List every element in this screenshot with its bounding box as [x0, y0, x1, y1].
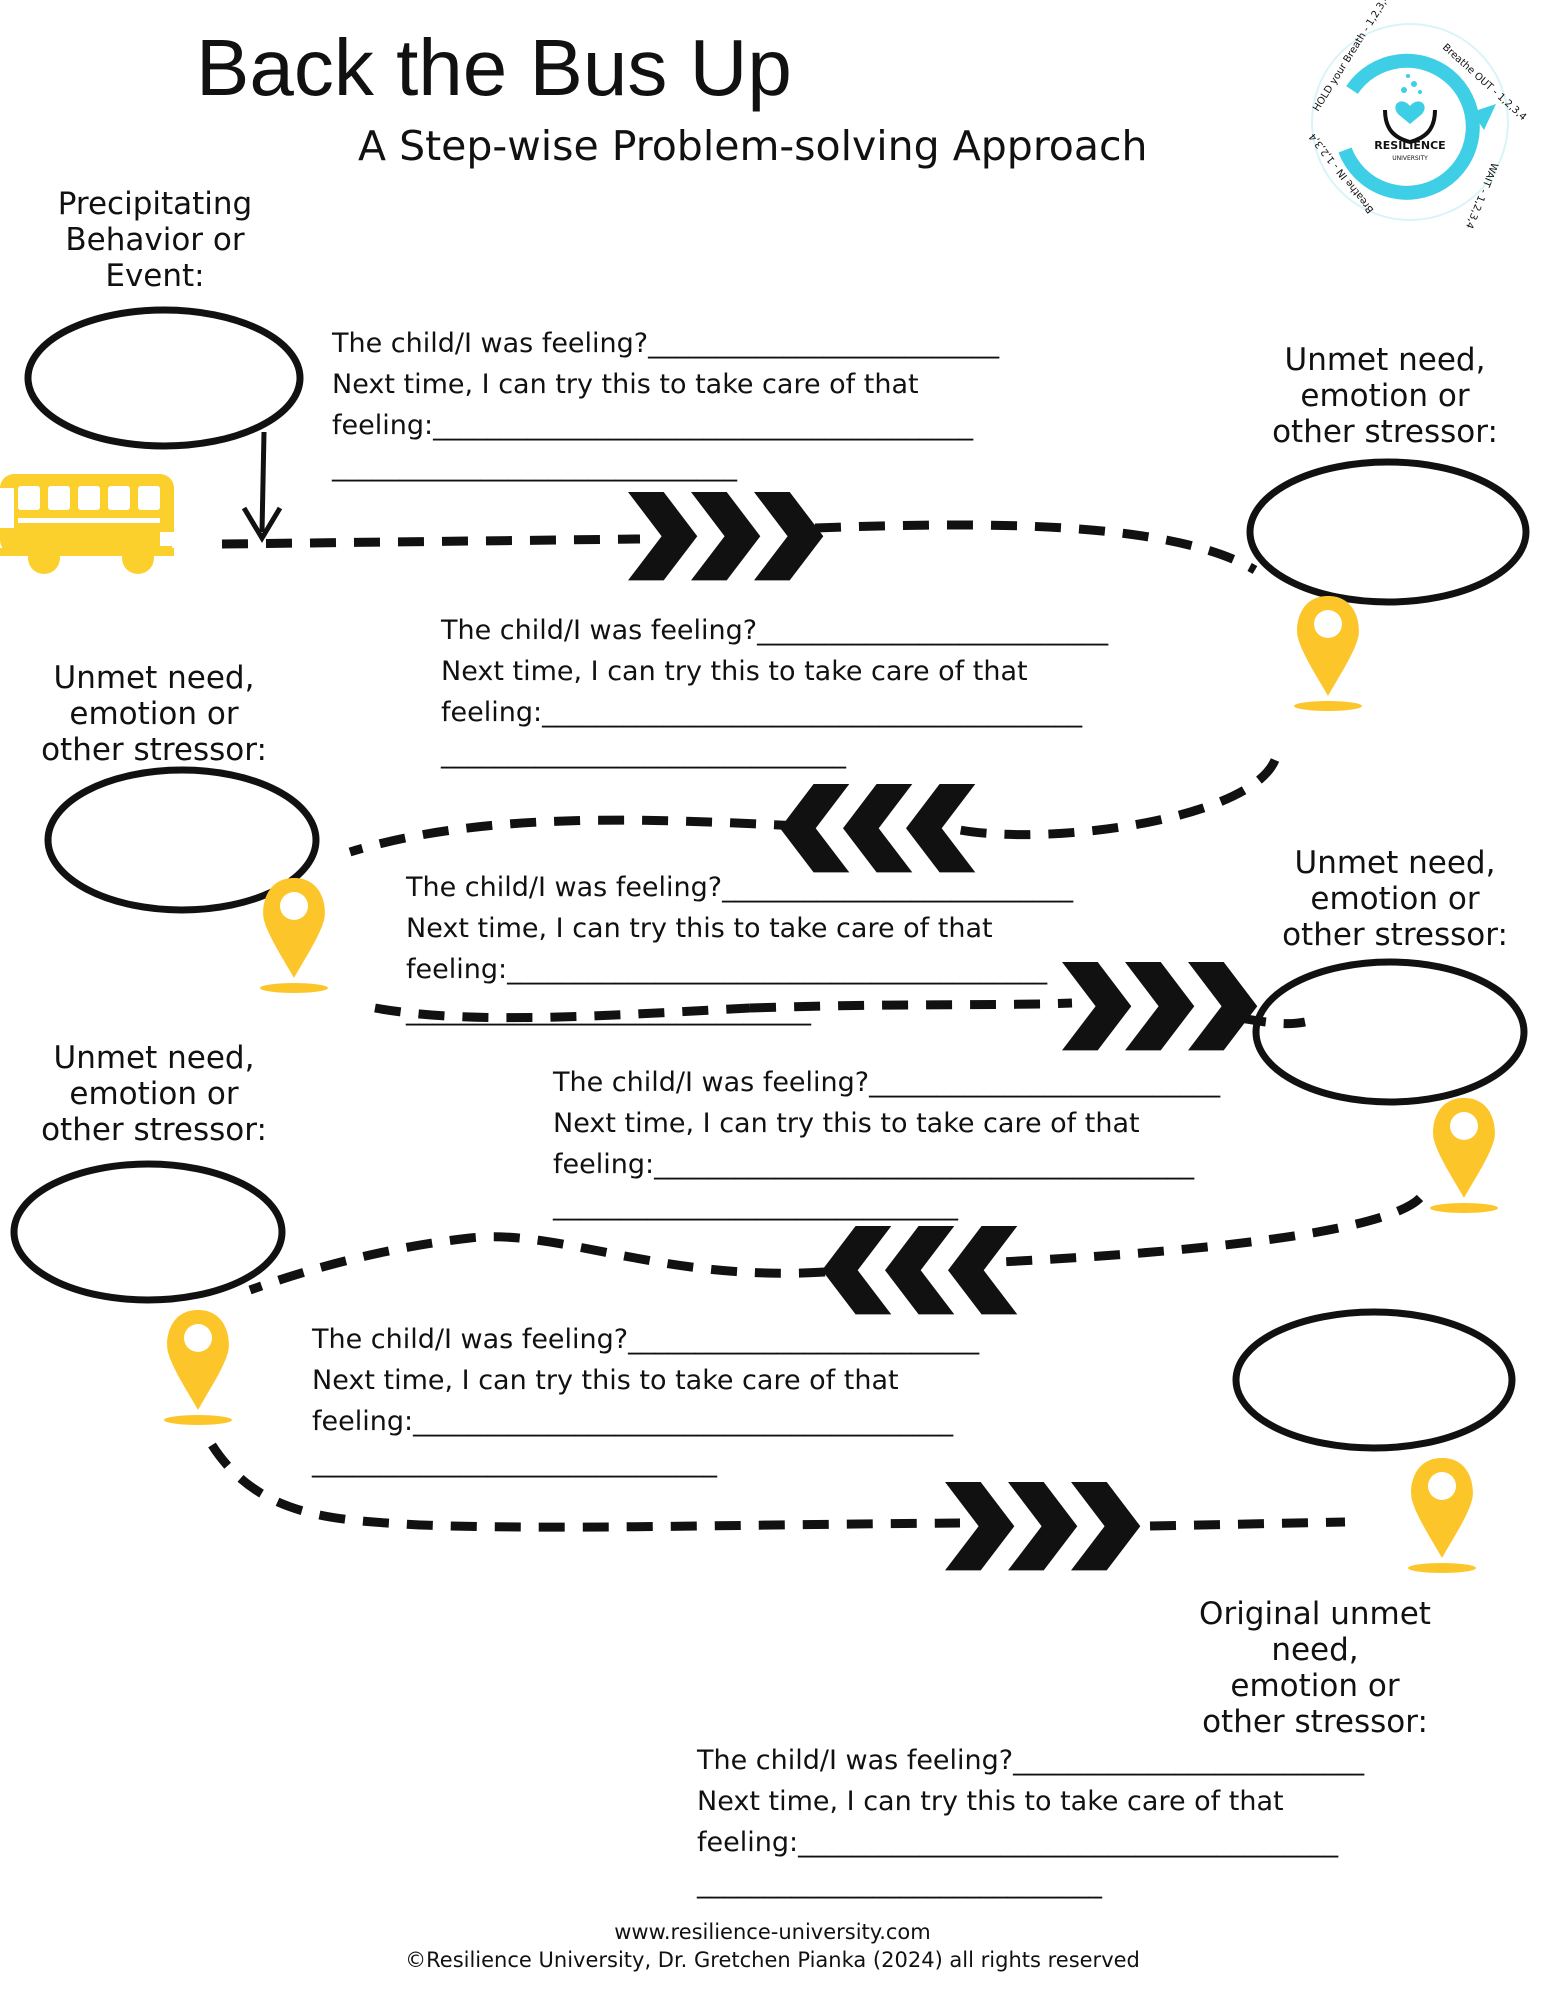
blank-line: ______________________________ — [441, 738, 846, 769]
next-time-prompt: Next time, I can try this to take care o… — [332, 369, 919, 400]
answer-oval-unmet-2 — [44, 766, 320, 914]
label-precipitating: Precipitating Behavior or Event: — [57, 186, 253, 294]
next-time-prompt: Next time, I can try this to take care o… — [553, 1108, 1140, 1139]
footer-url: www.resilience-university.com — [614, 1920, 931, 1944]
chevrons-left-2 — [822, 1226, 1018, 1315]
footer-copyright: ©Resilience University, Dr. Gretchen Pia… — [405, 1948, 1140, 1972]
answer-oval-original — [1232, 1308, 1516, 1452]
feeling-line: feeling:________________________________… — [441, 697, 1083, 728]
logo-ring-hold: HOLD your Breath - 1,2,3,4 — [1311, 0, 1392, 114]
answer-oval-unmet-4 — [10, 1160, 286, 1304]
location-pin-icon — [1408, 1458, 1476, 1573]
chevrons-right-2 — [1062, 962, 1258, 1051]
bus-icon — [0, 474, 174, 574]
label-unmet-4: Unmet need, emotion or other stressor: — [41, 1040, 267, 1148]
next-time-prompt: Next time, I can try this to take care o… — [312, 1365, 899, 1396]
page-title: Back the Bus Up — [196, 23, 792, 112]
chevrons-right-3 — [945, 1482, 1141, 1571]
label-unmet-3: Unmet need, emotion or other stressor: — [1282, 845, 1508, 953]
feeling-block-4: The child/I was feeling?________________… — [553, 1062, 1220, 1226]
blank-line: ______________________________ — [332, 451, 737, 482]
label-unmet-1: Unmet need, emotion or other stressor: — [1272, 342, 1498, 450]
feeling-block-2: The child/I was feeling?________________… — [441, 610, 1108, 774]
logo-sub: UNIVERSITY — [1392, 155, 1428, 162]
location-pin-icon — [164, 1310, 232, 1425]
feeling-prompt: The child/I was feeling?________________… — [441, 615, 1109, 646]
feeling-line: feeling:________________________________… — [312, 1406, 954, 1437]
logo-ring-wait: WAIT - 1,2,3,4 — [1463, 161, 1499, 230]
label-unmet-2: Unmet need, emotion or other stressor: — [41, 660, 267, 768]
dashed-road — [208, 520, 1424, 1532]
feeling-prompt: The child/I was feeling?________________… — [406, 872, 1074, 903]
answer-oval-unmet-1 — [1246, 458, 1530, 606]
location-pin-icon — [1430, 1098, 1498, 1213]
down-arrow — [241, 431, 283, 543]
chevrons-left-1 — [780, 784, 976, 873]
next-time-prompt: Next time, I can try this to take care o… — [441, 656, 1028, 687]
blank-line: ______________________________ — [406, 995, 811, 1026]
page-subtitle: A Step-wise Problem-solving Approach — [358, 122, 1148, 170]
feeling-prompt: The child/I was feeling?________________… — [312, 1324, 980, 1355]
feeling-block-6: The child/I was feeling?________________… — [697, 1740, 1364, 1904]
label-original: Original unmet need, emotion or other st… — [1199, 1596, 1431, 1740]
feeling-prompt: The child/I was feeling?________________… — [697, 1745, 1365, 1776]
feeling-line: feeling:________________________________… — [553, 1149, 1195, 1180]
location-pin-icon — [260, 878, 328, 993]
answer-oval-unmet-3 — [1252, 958, 1528, 1106]
feeling-line: feeling:________________________________… — [406, 954, 1048, 985]
logo-name: RESILIENCE — [1374, 139, 1445, 152]
chevrons-right-1 — [628, 492, 824, 581]
next-time-prompt: Next time, I can try this to take care o… — [697, 1786, 1284, 1817]
feeling-block-3: The child/I was feeling?________________… — [406, 867, 1073, 1031]
feeling-block-5: The child/I was feeling?________________… — [312, 1319, 979, 1483]
blank-line: ______________________________ — [553, 1190, 958, 1221]
feeling-prompt: The child/I was feeling?________________… — [553, 1067, 1221, 1098]
breathing-hands-heart-icon: RESILIENCE UNIVERSITY HOLD your Breath -… — [1307, 0, 1528, 230]
blank-line: ______________________________ — [312, 1447, 717, 1478]
answer-oval-precipitating — [24, 306, 304, 450]
blank-line: ______________________________ — [697, 1868, 1102, 1899]
feeling-line: feeling:________________________________… — [332, 410, 974, 441]
next-time-prompt: Next time, I can try this to take care o… — [406, 913, 993, 944]
feeling-block-1: The child/I was feeling?________________… — [332, 323, 999, 487]
feeling-line: feeling:________________________________… — [697, 1827, 1339, 1858]
feeling-prompt: The child/I was feeling?________________… — [332, 328, 1000, 359]
location-pin-icon — [1294, 596, 1362, 711]
